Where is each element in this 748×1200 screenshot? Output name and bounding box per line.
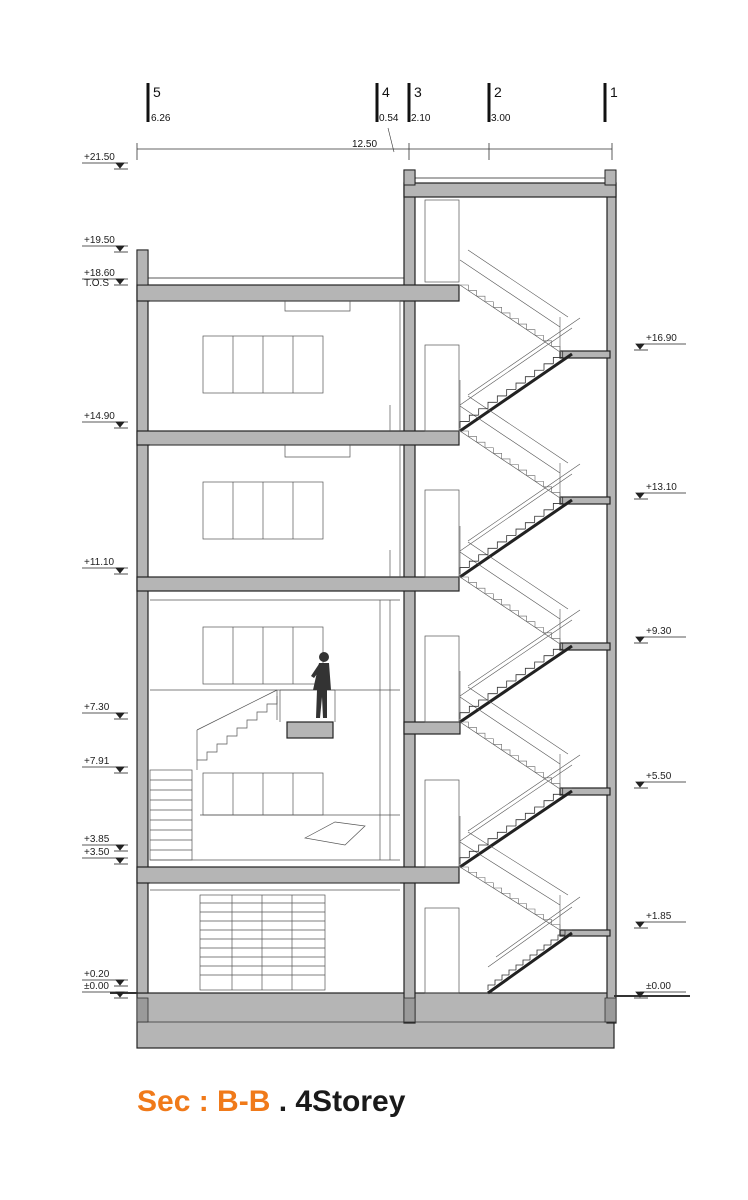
grid-label-3: 3 [414, 84, 422, 100]
parapets [136, 169, 617, 286]
door-core-2 [424, 635, 460, 723]
overall-dimension-line [136, 127, 613, 160]
door-core-roof [424, 199, 460, 283]
landing-2 [559, 496, 611, 505]
level-left-7-30: +7.30 [84, 702, 110, 713]
slab-floor-3 [136, 576, 460, 592]
grid-dim-2: 3.00 [491, 113, 511, 124]
level-right-1-85: +1.85 [646, 911, 672, 922]
level-left-0-00: ±0.00 [84, 981, 109, 992]
grid-dim-4: 0.54 [379, 113, 399, 124]
foundation-details [110, 992, 690, 1023]
grid-label-4: 4 [382, 84, 390, 100]
level-left-11-10: +11.10 [84, 557, 115, 568]
right-level-markers [634, 343, 686, 999]
level-left-7-91: +7.91 [84, 756, 110, 767]
level-left-3-50: +3.50 [84, 847, 110, 858]
title-storey: . 4Storey [278, 1085, 406, 1118]
landing-1 [559, 350, 611, 359]
slab-stair-mid [403, 721, 461, 735]
grid-dim-5: 6.26 [151, 113, 171, 124]
structure [136, 169, 617, 1049]
grid-dim-3: 2.10 [411, 113, 431, 124]
level-left-14-90: +14.90 [84, 411, 115, 422]
level-right-9-30: +9.30 [646, 626, 672, 637]
landing-4 [559, 787, 611, 796]
door-core-3 [424, 489, 460, 578]
overall-dimension-label: 12.50 [352, 139, 377, 150]
interior-stair [197, 696, 278, 761]
mezzanine-balcony [286, 721, 334, 739]
level-right-16-90: +16.90 [646, 333, 677, 344]
roof-slab-stair [403, 182, 617, 198]
level-left-19-50: +19.50 [84, 235, 115, 246]
landing-5 [559, 929, 611, 937]
door-core-g [424, 907, 460, 994]
door-core-4 [424, 344, 460, 432]
door-core-1 [424, 779, 460, 868]
level-left-tos: T.O.S [84, 278, 109, 289]
left-level-markers [82, 162, 128, 999]
person-silhouette [311, 652, 331, 718]
foundation [136, 992, 615, 1049]
landing-3 [559, 642, 611, 651]
stair-treads [459, 284, 572, 990]
roof-slab-left [136, 284, 460, 302]
drawing-title: Sec : B-B . 4Storey [137, 1085, 405, 1119]
right-wall [606, 182, 617, 1024]
title-section-id: Sec : B-B [137, 1085, 271, 1118]
level-right-0-00: ±0.00 [646, 981, 671, 992]
level-right-5-50: +5.50 [646, 771, 672, 782]
interior-lines [149, 199, 460, 994]
slab-floor-1 [136, 866, 460, 884]
main-staircase [459, 249, 581, 995]
slab-floor-4 [136, 430, 460, 446]
level-left-3-85: +3.85 [84, 834, 110, 845]
level-left-18-60: +18.60 [84, 268, 115, 279]
grid-label-1: 1 [610, 84, 618, 100]
level-left-0-20: +0.20 [84, 969, 110, 980]
grid-label-5: 5 [153, 84, 161, 100]
level-left-21-50: +21.50 [84, 152, 115, 163]
ground-shutter [199, 894, 326, 991]
level-right-13-10: +13.10 [646, 482, 677, 493]
grid-markers [146, 83, 607, 122]
grid-label-2: 2 [494, 84, 502, 100]
